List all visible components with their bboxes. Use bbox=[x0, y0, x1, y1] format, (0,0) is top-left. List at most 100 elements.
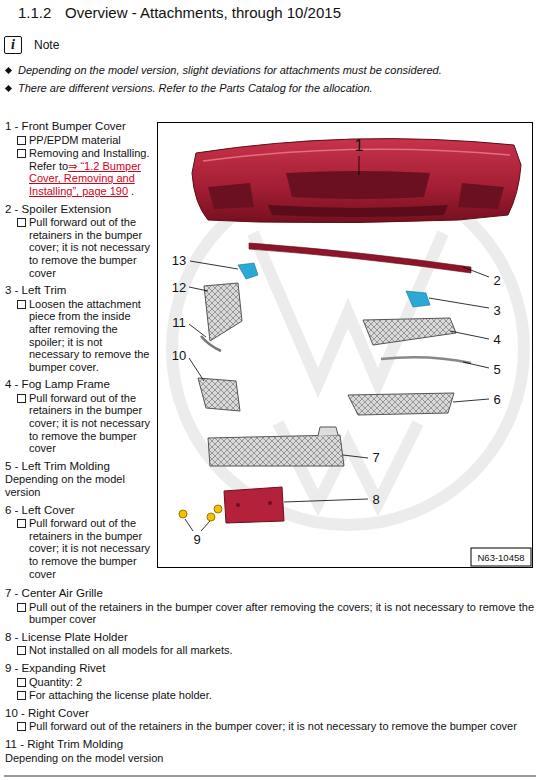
checkbox bbox=[17, 218, 26, 227]
license-plate-holder bbox=[224, 487, 284, 523]
item-heading: 11 - Right Trim Molding bbox=[5, 738, 123, 750]
item-heading-row: 3 - Left Trim bbox=[5, 284, 153, 297]
item-step: PP/EPDM material bbox=[29, 134, 121, 146]
item-step: Pull out of the retainers in the bumper … bbox=[29, 601, 534, 626]
bullet-diamond bbox=[5, 67, 12, 74]
item-heading: 2 - Spoiler Extension bbox=[5, 203, 111, 215]
figure-frame: 11312231145106789N63-10458 bbox=[157, 122, 533, 568]
item-heading-row: 2 - Spoiler Extension bbox=[5, 203, 153, 216]
item-step: Pull forward out of the retainers in the… bbox=[29, 216, 150, 278]
callout-number: 8 bbox=[372, 492, 379, 507]
note-heading: Note bbox=[34, 38, 59, 52]
item-step-row: Quantity: 2 bbox=[5, 676, 535, 689]
watermark-logo bbox=[172, 173, 524, 525]
callout-number: 1 bbox=[355, 137, 364, 155]
left-trim-molding bbox=[381, 357, 471, 363]
checkbox bbox=[17, 603, 26, 612]
callout-number: 3 bbox=[493, 303, 500, 318]
item-heading-row: 5 - Left Trim Molding bbox=[5, 460, 153, 473]
leader-lines bbox=[185, 156, 489, 531]
parts-list-continued: 7 - Center Air GrillePull out of the ret… bbox=[5, 587, 535, 764]
item-step-row: For attaching the license plate holder. bbox=[5, 689, 535, 702]
item-heading-row: 4 - Fog Lamp Frame bbox=[5, 378, 153, 391]
fog-lamp-frame bbox=[363, 318, 456, 345]
item-step: Pull forward out of the retainers in the… bbox=[29, 392, 150, 454]
item-heading: 7 - Center Air Grille bbox=[5, 587, 103, 599]
item-step-row: Not installed on all models for all mark… bbox=[5, 644, 535, 657]
item-step: Loosen the attachment piece from the ins… bbox=[29, 298, 149, 373]
checkbox bbox=[17, 678, 26, 687]
expanding-rivets bbox=[179, 505, 222, 521]
item-heading-row: 6 - Left Cover bbox=[5, 504, 153, 517]
note-icon: i bbox=[4, 36, 22, 54]
bullet-diamond bbox=[5, 85, 12, 92]
item-heading: 4 - Fog Lamp Frame bbox=[5, 378, 110, 390]
item-remark: Depending on the model version bbox=[5, 473, 125, 498]
item-heading-row: 8 - License Plate Holder bbox=[5, 631, 535, 644]
item-step: Quantity: 2 bbox=[29, 676, 82, 688]
checkbox bbox=[17, 136, 26, 145]
item-heading: 8 - License Plate Holder bbox=[5, 631, 128, 643]
note-text: Depending on the model version, slight d… bbox=[4, 64, 534, 76]
item-step: Pull forward out of the retainers in the… bbox=[29, 517, 150, 579]
spoiler-extension bbox=[249, 243, 471, 273]
parts-list-column: 1 - Front Bumper CoverPP/EPDM materialRe… bbox=[5, 120, 153, 580]
item-step-row: Loosen the attachment piece from the ins… bbox=[5, 298, 153, 374]
item-heading: 6 - Left Cover bbox=[5, 504, 75, 516]
checkbox bbox=[17, 149, 26, 158]
item-step-row: Pull forward out of the retainers in the… bbox=[5, 392, 153, 455]
item-step: For attaching the license plate holder. bbox=[29, 689, 212, 701]
figure-id: N63-10458 bbox=[477, 552, 524, 563]
checkbox bbox=[17, 300, 26, 309]
exploded-view bbox=[158, 123, 532, 567]
right-fog-lamp-frame bbox=[204, 283, 242, 341]
callout-number: 10 bbox=[172, 348, 186, 363]
callout-number: 6 bbox=[493, 392, 500, 407]
item-step-row: Pull forward out of the retainers in the… bbox=[5, 517, 153, 580]
item-step: Pull forward out of the retainers in the… bbox=[29, 720, 517, 732]
callout-number: 11 bbox=[172, 315, 186, 330]
item-heading: 1 - Front Bumper Cover bbox=[5, 120, 126, 132]
item-step-row: PP/EPDM material bbox=[5, 134, 153, 147]
item-heading: 3 - Left Trim bbox=[5, 284, 66, 296]
left-trim bbox=[406, 291, 430, 307]
section-number: 1.1.2 bbox=[18, 4, 51, 21]
note-bullet: There are different versions. Refer to t… bbox=[4, 82, 534, 94]
item-heading-row: 9 - Expanding Rivet bbox=[5, 662, 535, 675]
note-text: There are different versions. Refer to t… bbox=[4, 82, 534, 94]
callout-number: 13 bbox=[172, 253, 186, 268]
left-cover bbox=[348, 393, 454, 415]
item-heading-row: 11 - Right Trim Molding bbox=[5, 738, 535, 751]
item-heading-row: 1 - Front Bumper Cover bbox=[5, 120, 153, 133]
item-step-row: Pull forward out of the retainers in the… bbox=[5, 216, 153, 279]
checkbox bbox=[17, 722, 26, 731]
figure-id-box bbox=[471, 548, 531, 566]
callout-number: 7 bbox=[372, 450, 379, 465]
callout-number: 4 bbox=[493, 332, 500, 347]
item-heading: 10 - Right Cover bbox=[5, 707, 89, 719]
callout-number: 12 bbox=[172, 280, 186, 295]
punctuation: . bbox=[131, 185, 134, 197]
item-remark: Depending on the model version bbox=[5, 752, 163, 764]
item-remark-row: Depending on the model version bbox=[5, 473, 153, 498]
checkbox bbox=[17, 646, 26, 655]
item-heading: 9 - Expanding Rivet bbox=[5, 662, 105, 674]
page-title: Overview - Attachments, through 10/2015 bbox=[65, 4, 341, 21]
callout-number: 9 bbox=[193, 532, 200, 547]
checkbox bbox=[17, 519, 26, 528]
item-step-row: Pull out of the retainers in the bumper … bbox=[5, 601, 535, 626]
checkbox bbox=[17, 394, 26, 403]
center-air-grille bbox=[208, 427, 344, 466]
right-trim bbox=[238, 263, 258, 279]
item-heading-row: 7 - Center Air Grille bbox=[5, 587, 535, 600]
right-trim-molding bbox=[201, 336, 221, 351]
item-step: Not installed on all models for all mark… bbox=[29, 644, 233, 656]
item-step-row: Removing and Installing. Refer to⇒ “1.2 … bbox=[5, 147, 153, 197]
right-cover bbox=[198, 378, 240, 411]
item-heading: 5 - Left Trim Molding bbox=[5, 460, 110, 472]
callout-number: 5 bbox=[493, 362, 500, 377]
checkbox bbox=[17, 691, 26, 700]
item-step-row: Pull forward out of the retainers in the… bbox=[5, 720, 535, 733]
footer-line bbox=[4, 776, 536, 777]
